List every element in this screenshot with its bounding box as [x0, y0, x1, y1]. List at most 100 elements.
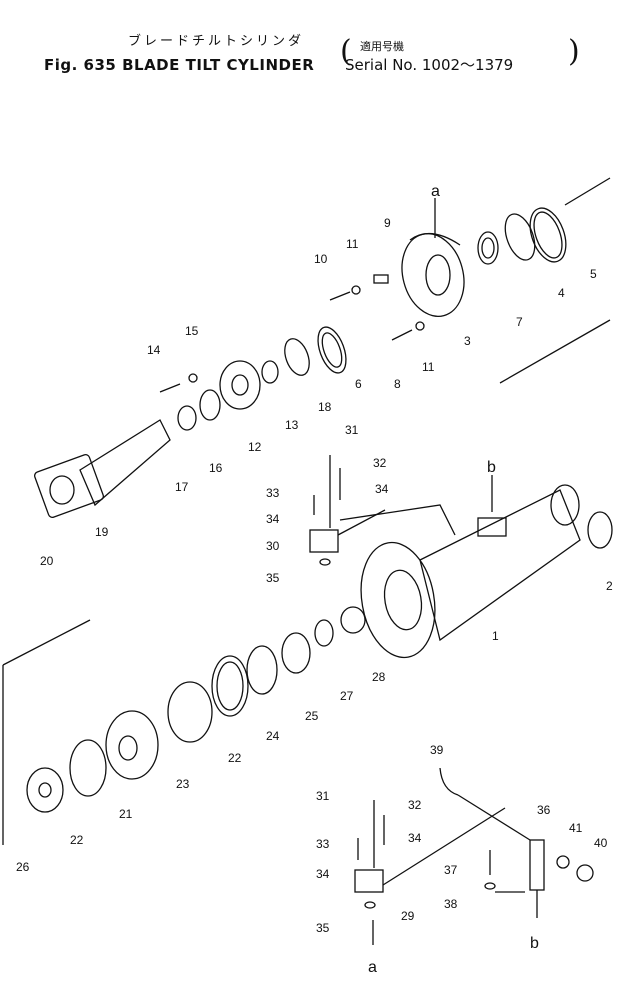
port-block-b — [477, 517, 507, 537]
ring-18 — [284, 338, 310, 376]
part-label: 4 — [558, 286, 565, 300]
bolt-14 — [159, 383, 181, 393]
part-label: 39 — [430, 743, 444, 757]
applicable-label: 適用号機 — [360, 40, 404, 53]
part-label: 26 — [16, 860, 30, 874]
nut-28 — [340, 606, 366, 634]
part-label: 36 — [537, 803, 551, 817]
part-label: 3 — [464, 334, 471, 348]
pipe-lower — [382, 807, 506, 886]
part-labels: 1 2 3 4 5 6 7 8 9 10 11 11 12 13 14 15 1… — [16, 183, 613, 976]
part-label: 34 — [408, 831, 422, 845]
washer-11 — [351, 285, 361, 295]
head-flange-3-bore — [425, 254, 451, 296]
part-label: 25 — [305, 709, 319, 723]
part-label: 30 — [266, 539, 280, 553]
bushing-7 — [477, 231, 499, 265]
pipe-to-b — [339, 504, 456, 536]
o-ring-5-inner — [533, 211, 563, 259]
part-label: 33 — [266, 486, 280, 500]
part-label: 1 — [492, 629, 499, 643]
part-label: 22 — [228, 751, 242, 765]
cylinder-bore-1 — [383, 569, 423, 631]
flange-12-bore — [231, 374, 249, 396]
close-paren: ) — [568, 34, 580, 69]
part-label: 27 — [340, 689, 354, 703]
ref-mark-b: b — [530, 935, 539, 952]
part-label: 17 — [175, 480, 189, 494]
ref-mark-a: a — [431, 183, 440, 200]
open-paren: ( — [340, 34, 352, 69]
snap-ring-25 — [281, 632, 311, 674]
o-ring-5 — [529, 207, 567, 263]
seal-6 — [317, 326, 347, 374]
ring-24 — [246, 645, 278, 695]
part-label: 11 — [346, 237, 359, 251]
part-label: 34 — [316, 867, 330, 881]
washer-27 — [314, 619, 334, 647]
plate-9 — [373, 274, 389, 284]
nut-41 — [556, 855, 570, 869]
part-label: 23 — [176, 777, 190, 791]
ref-mark-b: b — [487, 459, 496, 476]
part-label: 32 — [408, 798, 422, 812]
part-label: 34 — [375, 482, 389, 496]
part-label: 28 — [372, 670, 386, 684]
part-label: 16 — [209, 461, 223, 475]
figure-title: Fig. 635 BLADE TILT CYLINDER — [44, 56, 315, 74]
ring-13 — [261, 360, 279, 384]
wear-ring-22 — [211, 655, 249, 717]
part-label: 34 — [266, 512, 280, 526]
bolt-8 — [391, 329, 413, 341]
head-flange-3 — [401, 233, 465, 317]
part-label: 24 — [266, 729, 280, 743]
o-ring-35 — [319, 558, 331, 566]
boundary-line — [564, 177, 611, 206]
part-label: 41 — [569, 821, 583, 835]
title-japanese: ブレードチルトシリンダ — [128, 34, 305, 49]
washer-26-hole — [38, 782, 52, 798]
ring-17 — [177, 405, 197, 431]
rod-19 — [79, 419, 171, 507]
washer-26 — [26, 767, 64, 813]
part-label: 20 — [40, 554, 54, 568]
part-label: 29 — [401, 909, 415, 923]
part-label: 22 — [70, 833, 84, 847]
part-label: 33 — [316, 837, 330, 851]
bushing-7-inner — [481, 237, 495, 259]
part-label: 31 — [345, 423, 359, 437]
seal-6-inner — [321, 332, 343, 368]
ref-mark-a: a — [368, 959, 377, 976]
nut-16 — [199, 389, 221, 421]
nut-40 — [576, 864, 594, 882]
part-label: 40 — [594, 836, 608, 850]
part-label: 38 — [444, 897, 458, 911]
part-label: 31 — [316, 789, 330, 803]
head-flange-3-edge — [409, 233, 461, 246]
part-label: 12 — [248, 440, 262, 454]
part-label: 37 — [444, 863, 458, 877]
ring-4 — [504, 213, 536, 261]
washer-38 — [484, 882, 496, 890]
flange-12 — [219, 360, 261, 410]
part-label: 9 — [384, 216, 391, 230]
header: ブレードチルトシリンダ ( 適用号機 ) Fig. 635 BLADE TILT… — [0, 0, 620, 90]
part-label: 18 — [318, 400, 332, 414]
rod-eye-20 — [34, 454, 104, 518]
piston-21 — [105, 710, 159, 780]
cylinder-flange-1 — [360, 541, 436, 659]
boundary-line — [499, 319, 611, 384]
rod-eye-20-hole — [49, 475, 75, 505]
bracket-36 — [529, 839, 545, 891]
part-label: 11 — [422, 360, 435, 374]
serial-range: Serial No. 1002～1379 — [345, 56, 514, 74]
tube-39 — [439, 767, 459, 796]
valve-block-29 — [354, 869, 384, 893]
part-label: 5 — [590, 267, 597, 281]
washer-15 — [188, 373, 198, 383]
cylinder-tube-1 — [419, 489, 581, 642]
wear-ring-22b — [69, 739, 107, 797]
part-label: 35 — [316, 921, 330, 935]
boundary-line — [2, 619, 91, 666]
